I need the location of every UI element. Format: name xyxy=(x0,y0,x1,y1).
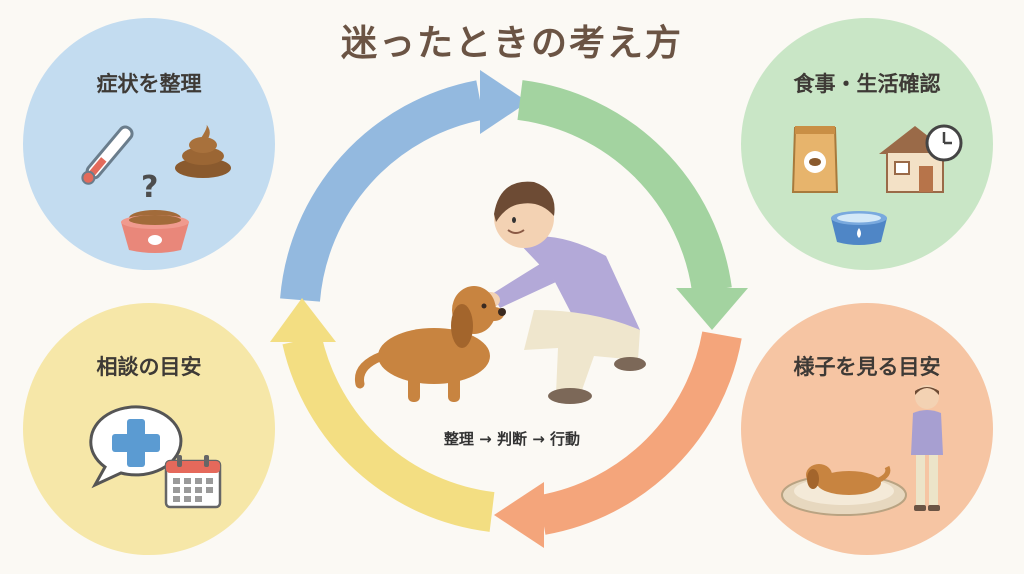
food-bowl-icon xyxy=(121,210,189,253)
food-bag-icon xyxy=(791,126,839,193)
section-symptoms-label: 症状を整理 xyxy=(96,72,202,96)
arrow-blue xyxy=(280,80,484,302)
arrow-yellow-head xyxy=(270,298,336,342)
flow-step-organize: 整理 xyxy=(443,430,474,448)
flow-arrow-2: → xyxy=(532,430,545,448)
person-petting-dog-illustration xyxy=(354,181,646,404)
section-watch-label: 様子を見る目安 xyxy=(793,355,941,379)
person-standing-icon xyxy=(911,385,943,511)
flow-step-act: 行動 xyxy=(550,430,581,448)
calendar-icon xyxy=(164,455,222,509)
arrow-orange-head xyxy=(494,482,544,548)
arrow-green-head xyxy=(676,288,748,330)
section-symptoms: 症状を整理 ? xyxy=(23,18,275,270)
section-diet-life-label: 食事・生活確認 xyxy=(793,72,941,96)
medical-speech-bubble-icon xyxy=(89,405,183,489)
question-mark-icon: ? xyxy=(141,170,159,205)
water-bowl-icon xyxy=(831,211,887,245)
section-consult-label: 相談の目安 xyxy=(96,355,202,379)
page-title: 迷ったときの考え方 xyxy=(340,23,683,64)
thermometer-icon xyxy=(81,125,134,185)
section-watch: 様子を見る目安 xyxy=(741,303,993,555)
flow-step-judge: 判断 xyxy=(496,430,527,448)
arrow-green xyxy=(517,80,732,293)
flow-steps: 整理 → 判断 → 行動 xyxy=(400,428,624,449)
flow-arrow-1: → xyxy=(479,430,492,448)
arrow-yellow xyxy=(282,335,495,532)
arrow-orange xyxy=(538,331,742,535)
arrow-blue-head xyxy=(480,70,528,134)
section-diet-life: 食事・生活確認 xyxy=(741,18,993,270)
section-consult: 相談の目安 xyxy=(23,303,275,555)
clock-icon xyxy=(925,124,963,162)
poop-icon xyxy=(175,124,231,178)
dog-in-bed-icon xyxy=(781,464,907,516)
